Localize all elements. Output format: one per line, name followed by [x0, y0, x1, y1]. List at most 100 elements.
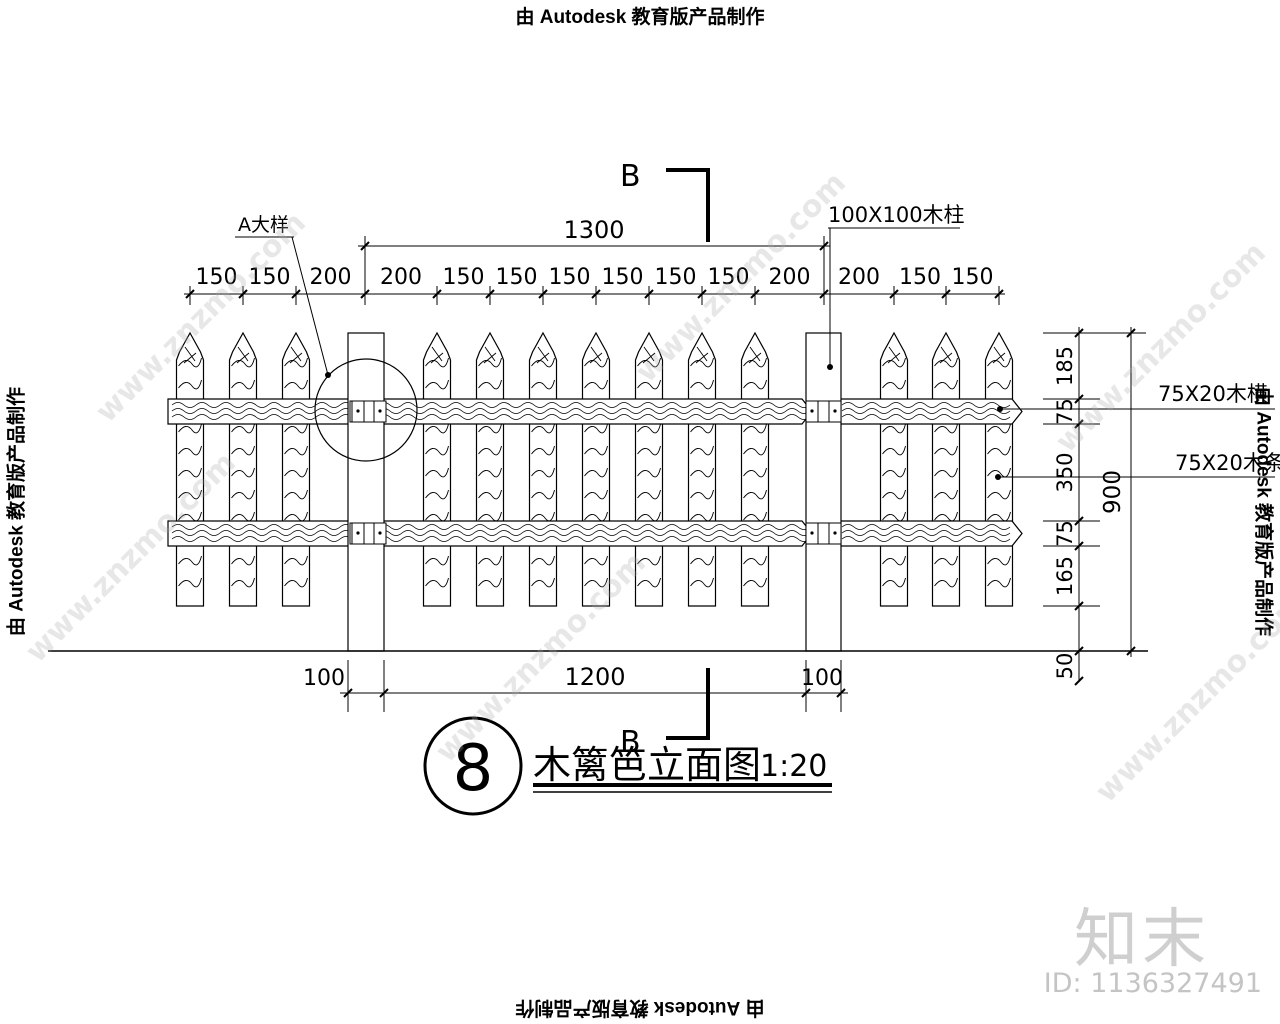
wood-grain	[231, 489, 255, 500]
wood-grain	[882, 423, 906, 434]
edu-stamp-bottom: 由 Autodesk 教育版产品制作	[515, 997, 765, 1018]
picket	[931, 331, 961, 607]
dim-label: 150	[602, 265, 644, 290]
wood-grain	[934, 357, 958, 368]
wood-grain	[934, 489, 958, 500]
wood-grain	[690, 555, 714, 566]
drawing-number-circle	[423, 716, 523, 816]
wood-grain	[690, 445, 714, 456]
wood-grain	[284, 489, 308, 500]
wood-grain	[584, 445, 608, 456]
wood-grain	[992, 346, 1006, 364]
wood-grain	[531, 489, 555, 500]
dim-label: 150	[443, 265, 485, 290]
detail-circle	[314, 358, 418, 462]
dim-label: 150	[249, 265, 291, 290]
wood-grain	[425, 357, 449, 368]
bolt	[810, 409, 814, 413]
wood-grain	[584, 379, 608, 390]
wood-grain	[934, 511, 958, 522]
wood-grain	[531, 511, 555, 522]
wood-grain	[882, 555, 906, 566]
section-mark-bottom	[666, 668, 710, 740]
dim-label: 50	[1053, 653, 1077, 680]
wood-grain	[695, 346, 709, 364]
wood-grain	[934, 445, 958, 456]
wood-grain	[531, 555, 555, 566]
wood-grain	[584, 467, 608, 478]
detail-label: A大样	[238, 214, 289, 236]
wood-grain	[284, 379, 308, 390]
dim-label: 150	[496, 265, 538, 290]
rail-grain	[171, 414, 365, 420]
wood-grain	[743, 423, 767, 434]
picket	[528, 331, 558, 607]
wood-grain	[478, 489, 502, 500]
wood-grain	[987, 489, 1011, 500]
rail-grain	[377, 524, 811, 530]
wood-grain	[531, 577, 555, 588]
wood-grain	[743, 555, 767, 566]
wood-grain	[178, 467, 202, 478]
bolt	[356, 409, 360, 413]
bolt	[356, 531, 360, 535]
wood-grain	[425, 423, 449, 434]
wood-grain	[483, 346, 497, 364]
wood-grain	[589, 346, 603, 364]
dim-tick	[1074, 676, 1084, 686]
wood-grain	[178, 445, 202, 456]
wood-grain	[690, 511, 714, 522]
wood-grain	[690, 467, 714, 478]
rail-grain	[377, 414, 811, 420]
wood-grain	[584, 423, 608, 434]
edu-stamp-left: 由 Autodesk 教育版产品制作	[6, 386, 28, 637]
dim-label: 100	[801, 666, 843, 691]
picket	[984, 331, 1014, 607]
wood-grain	[882, 445, 906, 456]
wood-grain	[478, 511, 502, 522]
picket	[228, 331, 258, 607]
wood-grain	[584, 555, 608, 566]
fence-post	[347, 332, 385, 652]
wood-grain	[478, 357, 502, 368]
fence-post	[805, 332, 842, 652]
fence-pickets	[175, 331, 1014, 607]
wood-grain	[690, 423, 714, 434]
picket	[687, 331, 717, 607]
rail-grain	[841, 536, 1011, 542]
dim-label: 75	[1053, 398, 1077, 425]
picket	[475, 331, 505, 607]
wood-grain	[178, 379, 202, 390]
wood-grain	[743, 511, 767, 522]
dim-label: 185	[1053, 346, 1077, 386]
wood-grain	[934, 577, 958, 588]
wood-grain	[882, 511, 906, 522]
rail-board	[167, 520, 362, 547]
wood-grain	[743, 489, 767, 500]
wood-grain	[531, 445, 555, 456]
wood-grain	[748, 346, 762, 364]
rail-grain	[841, 524, 1011, 530]
wood-grain	[637, 467, 661, 478]
wood-grain	[987, 577, 1011, 588]
wood-grain	[531, 357, 555, 368]
wood-grain	[987, 379, 1011, 390]
post-leader-dot	[827, 364, 833, 370]
fence-rails	[167, 398, 1023, 547]
wood-grain	[637, 511, 661, 522]
section-mark-top	[666, 168, 710, 242]
rail-grain	[377, 408, 811, 414]
wood-grain	[637, 445, 661, 456]
wood-grain	[882, 489, 906, 500]
edu-stamp-top: 由 Autodesk 教育版产品制作	[515, 7, 765, 28]
wood-grain	[284, 511, 308, 522]
rail-grain	[171, 402, 365, 408]
wood-grain	[987, 467, 1011, 478]
wood-grain	[284, 577, 308, 588]
dim-label: 150	[549, 265, 591, 290]
bolt	[833, 409, 837, 413]
wood-grain	[178, 555, 202, 566]
picket	[175, 331, 205, 607]
wood-grain	[478, 555, 502, 566]
